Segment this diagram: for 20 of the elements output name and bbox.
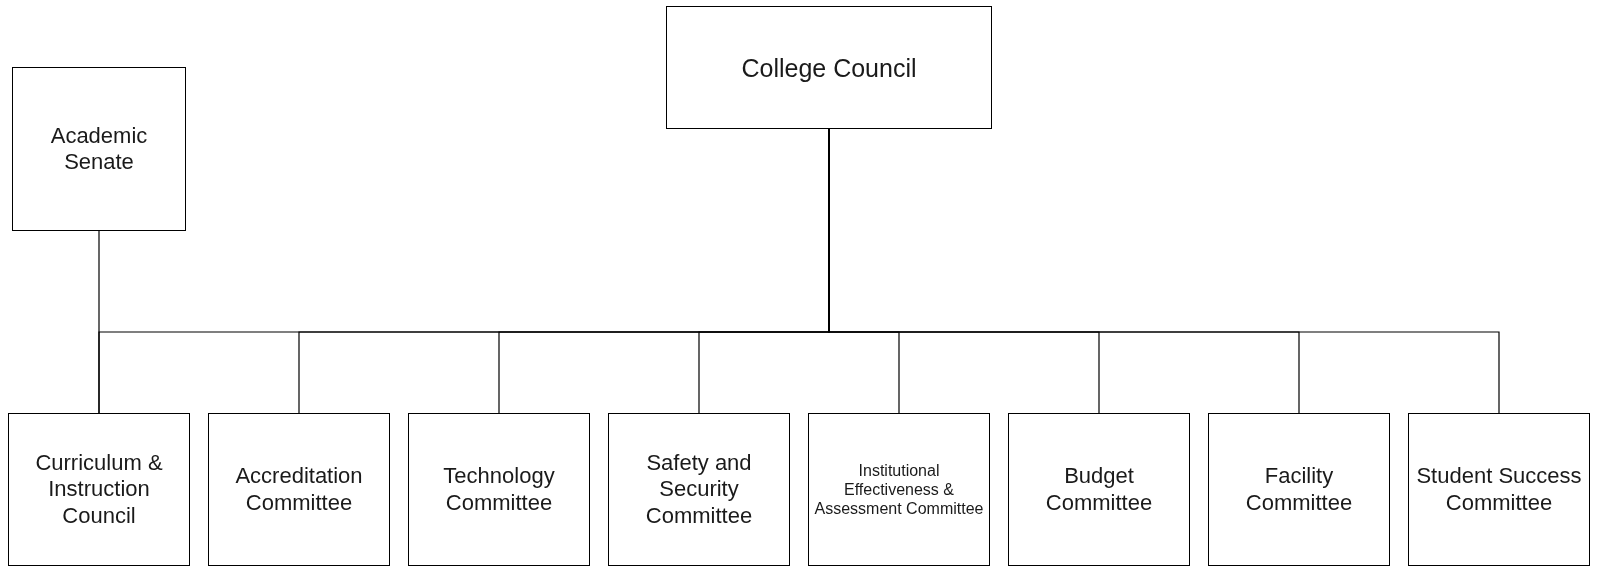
org-box xyxy=(1408,413,1590,566)
box-label: Accreditation Committee xyxy=(234,463,364,516)
box-label: Safety and Security Committee xyxy=(644,449,754,530)
org-box xyxy=(8,413,190,566)
box-label: Institutional Effectiveness & Assessment Committee xyxy=(813,460,985,519)
org-box xyxy=(808,413,990,566)
box-label: Student Success Committee xyxy=(1415,463,1583,516)
org-box xyxy=(1208,413,1390,566)
box-label: Budget Committee xyxy=(1044,463,1154,516)
org-box xyxy=(12,67,186,231)
box-label: Curriculum & Instruction Council xyxy=(34,449,164,530)
box-label: Technology Committee xyxy=(442,463,556,516)
box-label: Facility Committee xyxy=(1244,463,1354,516)
org-box xyxy=(408,413,590,566)
org-box xyxy=(608,413,790,566)
org-box xyxy=(208,413,390,566)
org-box xyxy=(1008,413,1190,566)
box-label: Academic Senate xyxy=(49,122,149,176)
org-box xyxy=(666,6,992,129)
box-label: College Council xyxy=(741,52,917,83)
